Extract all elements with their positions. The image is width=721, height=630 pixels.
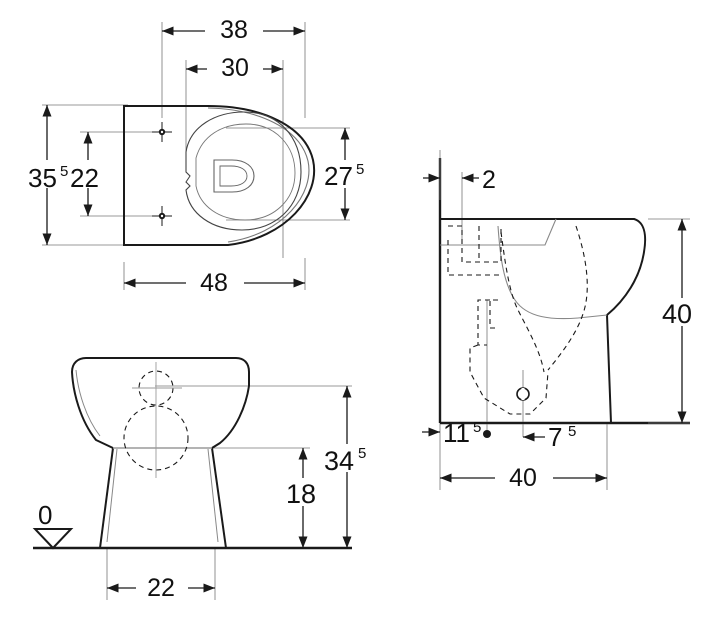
side-view-supply-point <box>483 430 491 438</box>
front-view-group: 0 34 5 18 22 <box>32 357 378 602</box>
top-view-mounting-hole-lower <box>152 206 172 226</box>
front-view-outlet-circle-hidden <box>123 405 189 471</box>
top-view-mounting-hole-upper <box>152 122 172 142</box>
front-view-pedestal-right <box>211 447 227 549</box>
dimension-label-18: 18 <box>286 479 316 509</box>
dimension-label-34: 34 <box>324 446 354 476</box>
dimension-label-11-sup: 5 <box>473 419 481 436</box>
dimension-side-40-horizontal: 40 <box>440 463 607 492</box>
side-view-bowl-underside <box>497 225 579 320</box>
front-view-pedestal-right-inner <box>207 448 219 543</box>
dimension-top-27-5: 27 5 <box>322 128 372 220</box>
dimension-label-40-vertical: 40 <box>662 299 692 329</box>
dimension-label-11: 11 <box>443 418 470 448</box>
dimension-label-27: 27 <box>324 161 353 191</box>
top-view-bowl-outline <box>123 105 316 246</box>
dimension-label-7: 7 <box>548 422 562 452</box>
dimension-label-35-sup: 5 <box>60 163 68 180</box>
top-view-group: 38 30 35 5 22 27 5 <box>26 16 372 297</box>
datum-label-0: 0 <box>38 500 52 530</box>
datum-marker-zero: 0 <box>32 500 74 550</box>
front-view-pedestal-left <box>99 447 114 549</box>
top-view-bowl-inner-edge <box>207 107 310 243</box>
dimension-front-18: 18 <box>284 448 324 548</box>
side-view-group: 2 40 11 5 7 5 40 <box>422 150 710 492</box>
dimension-label-48: 48 <box>200 269 228 297</box>
dimension-side-40-vertical: 40 <box>660 219 710 423</box>
dimension-label-22-front: 22 <box>147 574 175 602</box>
dimension-front-34-5: 34 5 <box>322 386 378 548</box>
dimension-top-35-5: 35 5 <box>26 105 74 245</box>
dimension-side-7-5: 7 5 <box>523 422 576 452</box>
side-view-hidden-trap <box>447 225 588 415</box>
dimension-label-30: 30 <box>221 54 249 82</box>
dimension-side-2: 2 <box>423 166 496 194</box>
front-view-bowl-right-wall <box>211 385 250 449</box>
dimension-label-2: 2 <box>482 166 496 194</box>
front-view-pedestal-left-inner <box>106 448 118 543</box>
top-view-flush-aperture-inner <box>219 165 248 187</box>
side-view-rim-line <box>440 218 557 246</box>
top-view-rim-outline <box>185 111 302 231</box>
front-view-bowl-left-inner <box>75 369 101 437</box>
front-view-bowl-top <box>71 357 250 386</box>
dimension-label-22-top: 22 <box>70 163 99 193</box>
dimension-label-34-sup: 5 <box>358 445 366 462</box>
dimension-label-40-horizontal: 40 <box>509 464 537 492</box>
dimension-top-48: 48 <box>124 268 305 297</box>
side-view-bowl-underside-tail <box>577 314 608 319</box>
top-view-flush-aperture-outer <box>213 159 255 193</box>
dimension-label-27-sup: 5 <box>356 161 364 178</box>
top-view-bowl-cavity <box>195 123 296 221</box>
dimension-label-7-sup: 5 <box>568 423 576 440</box>
dimension-label-38: 38 <box>220 16 248 44</box>
dimension-top-38: 38 <box>162 16 305 44</box>
side-view-body-outline <box>440 218 647 424</box>
dimension-top-30: 30 <box>186 54 283 82</box>
dimension-label-35: 35 <box>28 163 57 193</box>
dimension-side-11-5: 11 5 <box>422 418 491 448</box>
dimension-top-22: 22 <box>68 132 112 216</box>
dimension-front-22: 22 <box>107 573 215 602</box>
front-view-bowl-left-wall <box>71 371 114 449</box>
